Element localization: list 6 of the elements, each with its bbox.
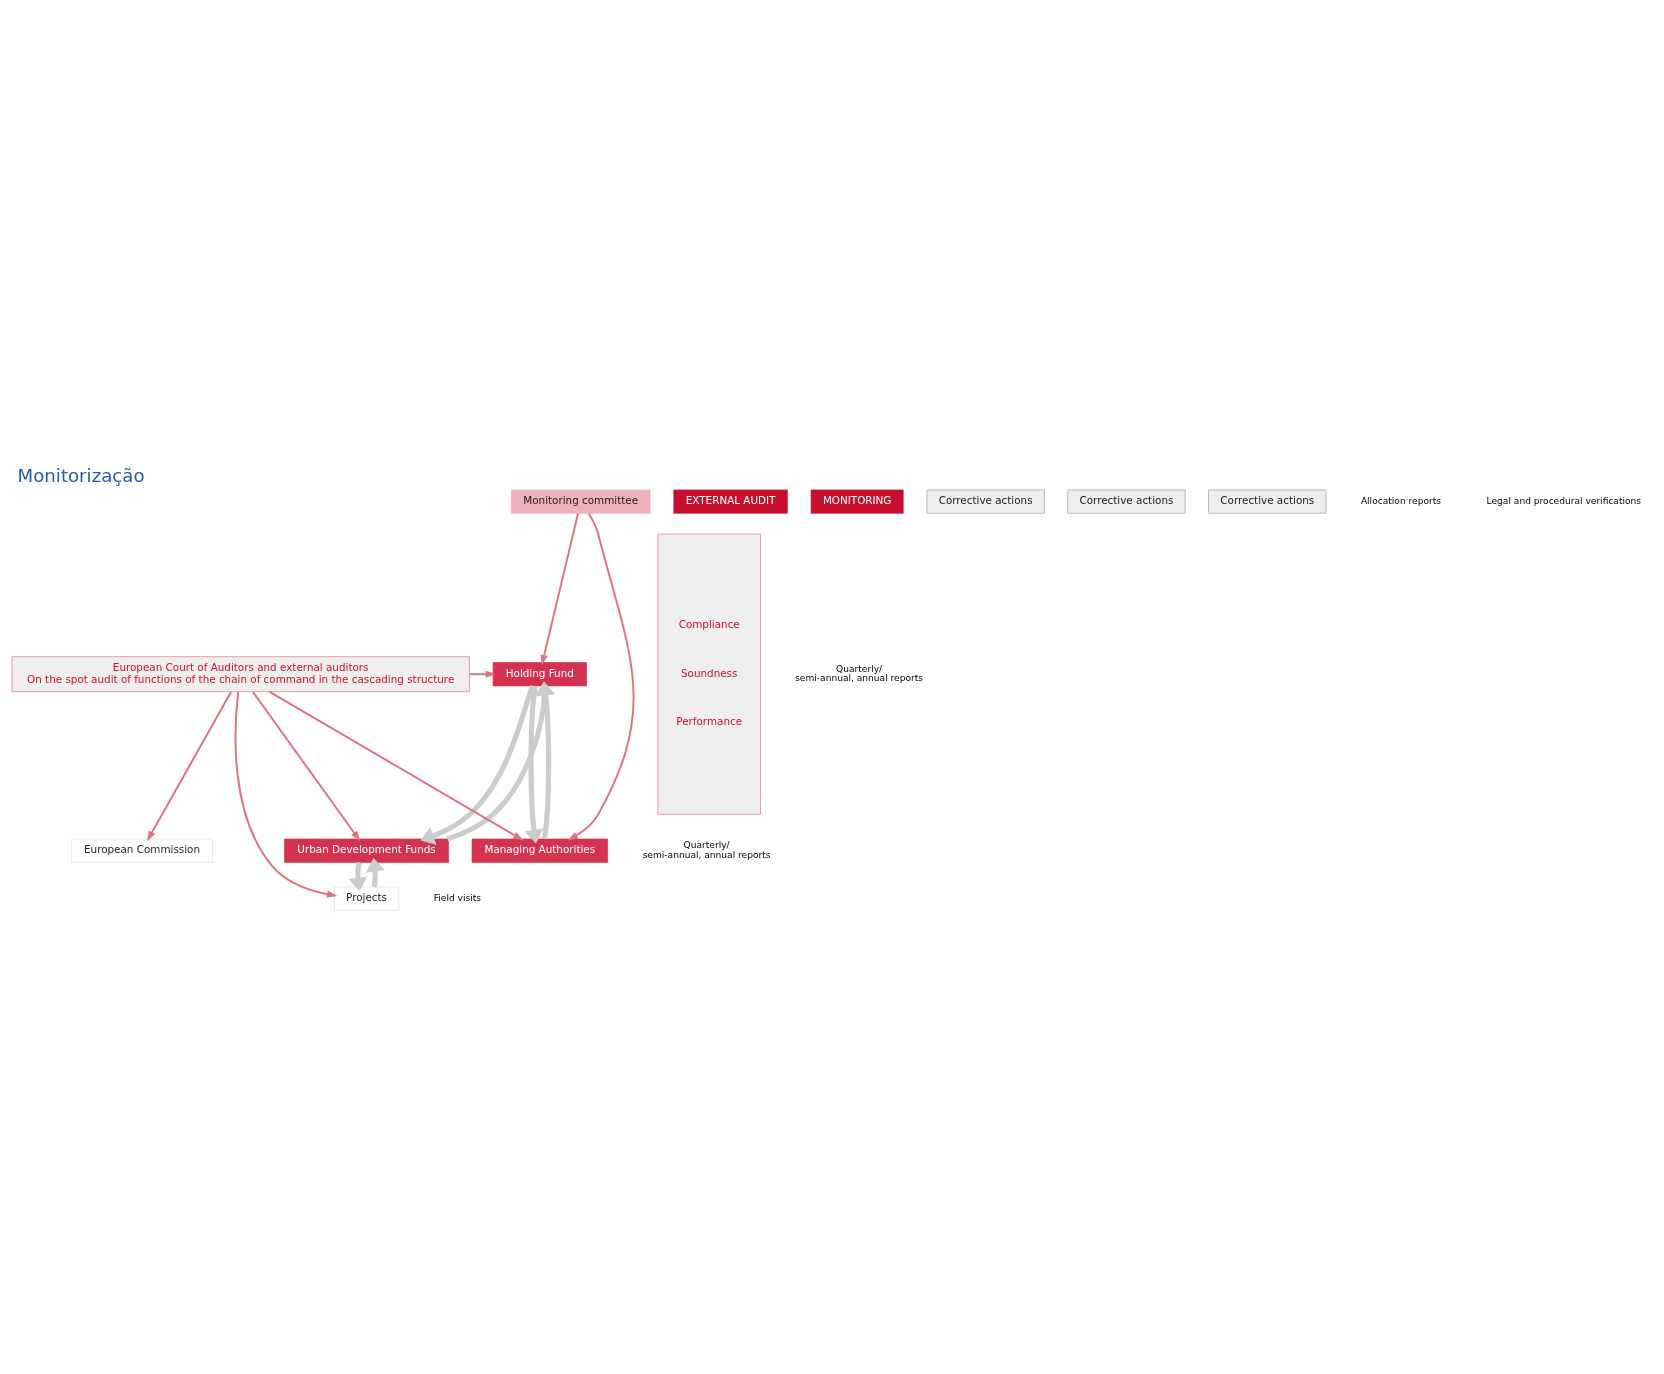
label: Legal and procedural verifications [1486, 495, 1642, 506]
label: Field visits [433, 892, 482, 903]
diagram-title: Monitorização [17, 464, 145, 486]
label: Quarterly/ semi-annual, annual reports [642, 839, 771, 860]
label: Allocation reports [1360, 495, 1441, 506]
label: Quarterly/ semi-annual, annual reports [795, 663, 924, 683]
